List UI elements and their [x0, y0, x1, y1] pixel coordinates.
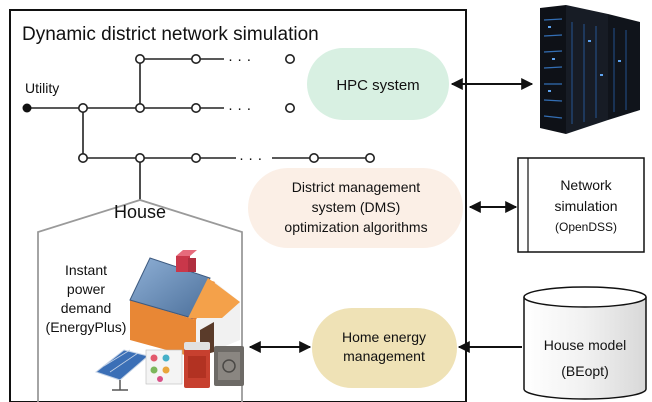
house-model-line-2: (BEopt) — [561, 363, 608, 379]
network-sim-line-1: Network — [560, 177, 612, 193]
network-node — [191, 153, 202, 164]
smart-tiles-icon — [145, 349, 183, 385]
branch-ellipsis: · · · — [228, 51, 251, 68]
network-node — [135, 103, 146, 114]
utility-label: Utility — [25, 80, 59, 96]
hem-line-1: Home energy — [342, 329, 426, 345]
dms-line-1: District management — [292, 179, 420, 195]
branch-ellipsis: · · · — [228, 100, 251, 117]
network-node — [78, 153, 89, 164]
water-heater-icon — [184, 342, 210, 388]
network-node — [308, 153, 319, 164]
utility-source-node — [22, 103, 32, 113]
network-node — [135, 153, 146, 164]
network-node — [191, 53, 202, 64]
simulation-frame — [9, 9, 467, 402]
dms-line-3: optimization algorithms — [284, 219, 427, 235]
network-node — [284, 53, 295, 64]
house-outline — [37, 199, 243, 402]
frame-title: Dynamic district network simulation — [22, 24, 319, 45]
hpc-system-node — [307, 48, 449, 120]
dms-node — [248, 168, 463, 248]
dms-line-2: system (DMS) — [312, 199, 401, 215]
demand-line-1: Instant — [65, 262, 107, 278]
network-node — [135, 53, 146, 64]
house-model-line-1: House model — [544, 337, 627, 353]
hpc-system-label: HPC system — [336, 77, 419, 94]
home-energy-management-node — [312, 308, 457, 388]
solar-panel-icon — [94, 349, 150, 391]
branch-ellipsis: · · · — [239, 150, 262, 167]
network-node — [78, 103, 89, 114]
network-sim-line-2: simulation — [554, 198, 617, 214]
connection-arrows — [248, 78, 534, 353]
network-node — [191, 103, 202, 114]
demand-line-4: (EnergyPlus) — [46, 319, 127, 335]
hem-line-2: management — [343, 348, 425, 364]
server-rack-icon — [540, 5, 640, 134]
house-illustration-icon — [129, 250, 240, 358]
network-simulation-box — [517, 157, 645, 253]
network-node — [284, 103, 295, 114]
demand-line-2: power — [67, 281, 105, 297]
network-node — [364, 153, 375, 164]
house-model-database — [523, 286, 647, 400]
network-nodes — [78, 53, 375, 164]
demand-line-3: demand — [61, 300, 112, 316]
appliance-icon — [214, 346, 244, 386]
network-sim-sub: (OpenDSS) — [555, 220, 617, 234]
house-label: House — [114, 202, 166, 222]
